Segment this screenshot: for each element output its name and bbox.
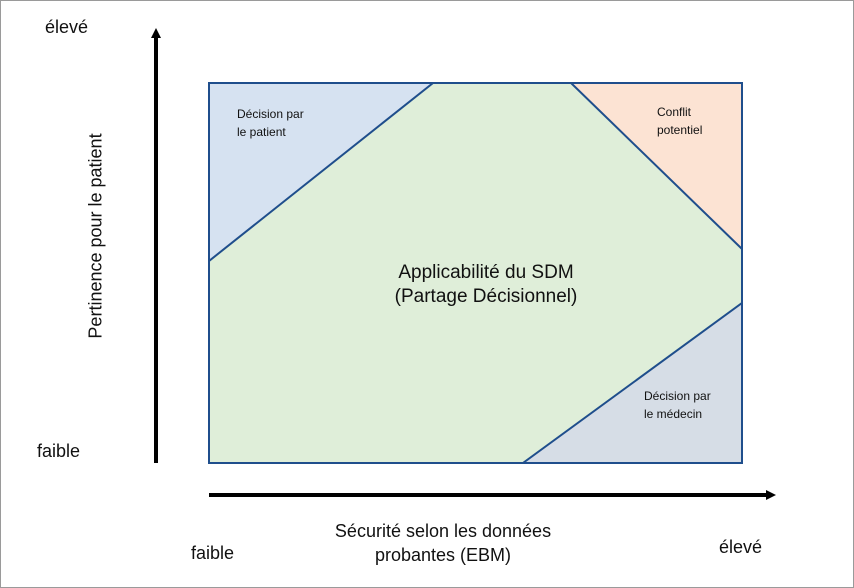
sdm-label-line1: Applicabilité du SDM [398,262,574,283]
patient-label-line2: le patient [237,125,286,139]
conflict-label-line1: Conflit [657,105,692,119]
patient-label-line1: Décision par [237,107,304,121]
y-axis-low-label: faible [37,441,81,461]
sdm-label: Applicabilité du SDM (Partage Décisionne… [395,261,578,309]
x-axis-title-line2: probantes (EBM) [374,545,512,565]
doctor-decision-label: Décision par le médecin [644,387,711,423]
doctor-label-line1: Décision par [644,389,711,403]
x-axis-high-label: élevé [719,537,763,557]
x-axis-low-label: faible [191,543,235,563]
diagram-frame [208,82,743,464]
y-axis-title: Pertinence pour le patient [85,133,106,339]
y-axis-high-label: élevé [45,17,89,37]
x-axis-title-line1: Sécurité selon les données [334,521,552,541]
conflict-label: Conflit potentiel [657,103,702,139]
x-axis-title: Sécurité selon les données probantes (EB… [335,519,551,567]
doctor-label-line2: le médecin [644,407,703,421]
patient-decision-label: Décision par le patient [237,105,304,141]
conflict-label-line2: potentiel [657,123,703,137]
sdm-region [209,83,742,463]
sdm-label-line2: (Partage Décisionnel) [394,286,578,307]
